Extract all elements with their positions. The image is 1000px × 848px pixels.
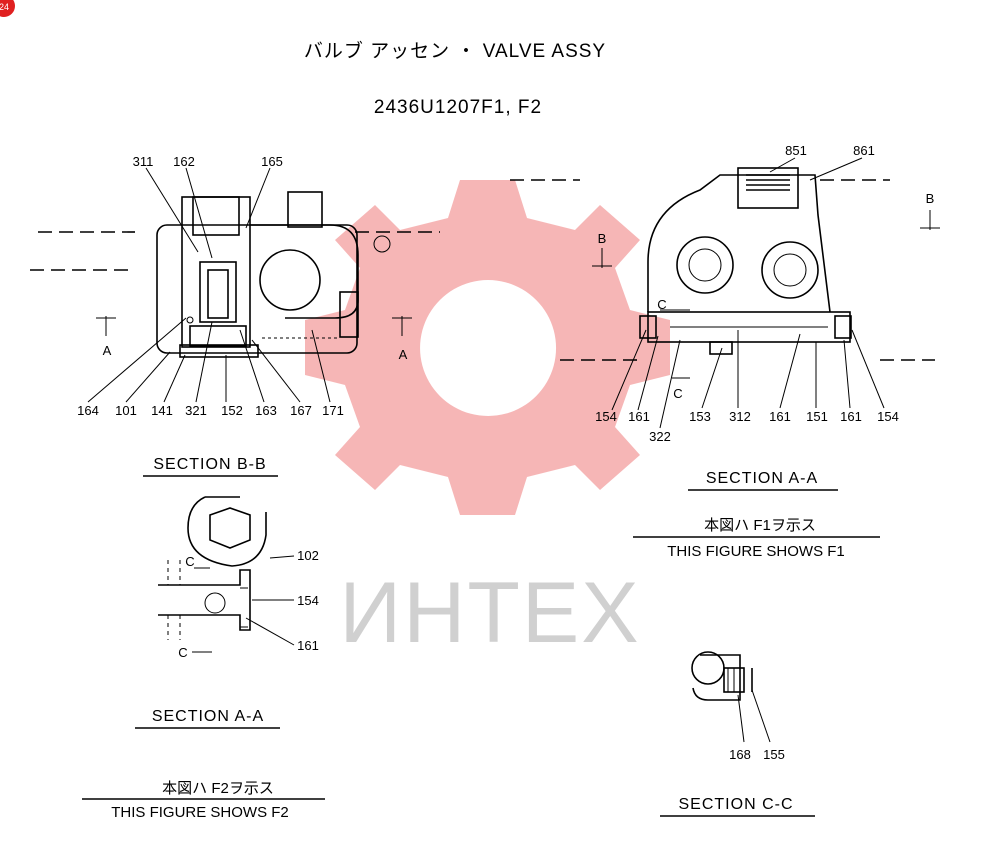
aa-f1-cut-b-right: B (926, 191, 935, 206)
section-aa-f2-drawing (158, 496, 295, 653)
aa-f1-callout-bottom-5: 312 (729, 409, 751, 424)
aa-f1-cut-c-bottom: C (673, 386, 682, 401)
cc-callout-1: 168 (729, 747, 751, 762)
aa-f1-callout-top-1: 851 (785, 143, 807, 158)
aa-f2-section-caption: SECTION A-A (152, 708, 264, 725)
aa-f1-callout-bottom-7: 151 (806, 409, 828, 424)
aa-f1-callout-bottom-1: 154 (595, 409, 617, 424)
aa-f2-callout-2: 154 (297, 593, 319, 608)
watermark: ИНТЕХ (305, 180, 670, 661)
page-marker-badge (0, 0, 15, 17)
page-marker-text: 24 (0, 2, 9, 12)
bb-callout-bottom-8: 171 (322, 403, 344, 418)
bb-callout-bottom-7: 167 (290, 403, 312, 418)
section-aa-f1-drawing (510, 157, 940, 429)
bb-callout-top-2: 162 (173, 154, 195, 169)
bb-callout-bottom-1: 164 (77, 403, 99, 418)
bb-callout-top-3: 165 (261, 154, 283, 169)
cc-callout-2: 155 (763, 747, 785, 762)
aa-f1-callout-bottom-2: 161 (628, 409, 650, 424)
bb-callout-bottom-5: 152 (221, 403, 243, 418)
bb-callout-top-1: 311 (133, 154, 154, 169)
aa-f1-callout-bottom-8: 161 (840, 409, 862, 424)
aa-f1-cut-c-top: C (657, 297, 666, 312)
watermark-text: ИНТЕХ (339, 565, 640, 661)
bb-callout-bottom-2: 101 (115, 403, 137, 418)
aa-f1-cut-b-left: B (598, 231, 607, 246)
aa-f2-callout-3: 161 (297, 638, 319, 653)
watermark-gear-icon (305, 180, 670, 515)
aa-f2-cut-c-top: C (185, 554, 194, 569)
section-cc-drawing (691, 651, 771, 743)
aa-f1-callout-bottom-4: 153 (689, 409, 711, 424)
aa-f1-callout-bottom-9: 154 (877, 409, 899, 424)
aa-f1-note-en: THIS FIGURE SHOWS F1 (667, 543, 845, 560)
section-bb-drawing (30, 167, 440, 403)
aa-f2-callout-1: 102 (297, 548, 319, 563)
bb-callout-bottom-3: 141 (151, 403, 173, 418)
aa-f2-cut-c-bottom: C (178, 645, 187, 660)
aa-f1-callout-bottom-6: 161 (769, 409, 791, 424)
aa-f1-section-caption: SECTION A-A (706, 470, 818, 487)
bb-section-caption: SECTION B-B (153, 456, 266, 473)
aa-f2-note-jp: 本図ハ F2ヲ示ス (162, 780, 274, 797)
bb-callout-bottom-6: 163 (255, 403, 277, 418)
bb-cut-label-right: A (399, 347, 408, 362)
drawing-title: バルブ アッセン ・ VALVE ASSY (304, 39, 606, 62)
cc-section-caption: SECTION C-C (679, 796, 794, 813)
bb-callout-bottom-4: 321 (185, 403, 207, 418)
aa-f1-note-jp: 本図ハ F1ヲ示ス (704, 517, 816, 534)
aa-f2-note-en: THIS FIGURE SHOWS F2 (111, 804, 289, 821)
page-marker: 24 (0, 0, 15, 17)
aa-f1-callout-top-2: 861 (853, 143, 875, 158)
aa-f1-callout-bottom-3: 322 (649, 429, 671, 444)
part-number: 2436U1207F1, F2 (374, 97, 542, 118)
bb-cut-label-left: A (103, 343, 112, 358)
